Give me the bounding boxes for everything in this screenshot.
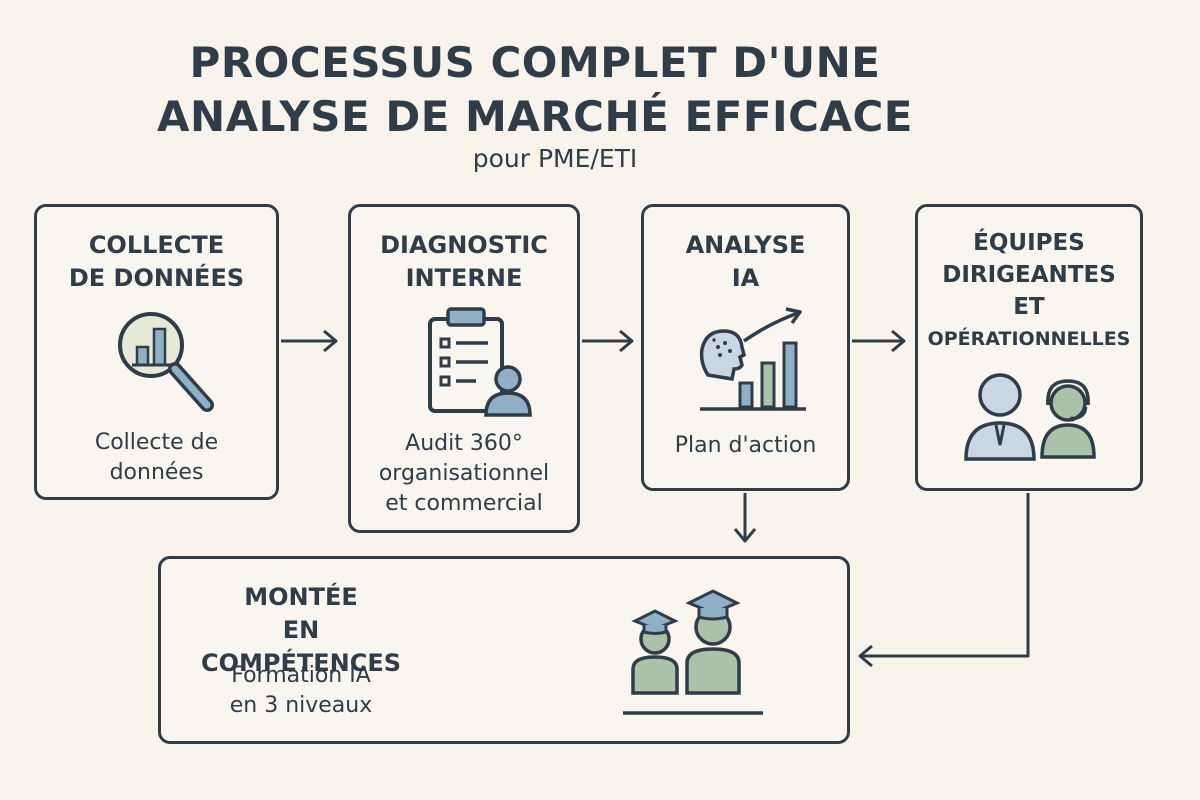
step-collecte-title: COLLECTE DE DONNÉES bbox=[37, 229, 276, 295]
step-title-line: DIAGNOSTIC bbox=[380, 231, 548, 259]
training-title-line: MONTÉE bbox=[244, 583, 358, 611]
step-diagnostic-title: DIAGNOSTIC INTERNE bbox=[351, 229, 577, 295]
step-text-line: Collecte de bbox=[94, 430, 219, 455]
arrow-collecte-to-diagnostic bbox=[281, 329, 338, 353]
training-text: Formation IA en 3 niveaux bbox=[181, 661, 421, 721]
step-title-line: INTERNE bbox=[405, 264, 523, 292]
step-diagnostic-text: Audit 360° organisationnel et commercial bbox=[351, 429, 577, 519]
arrow-equipes-to-training bbox=[858, 493, 1030, 668]
arrow-analyse-to-equipes bbox=[852, 329, 906, 353]
step-collecte-text: Collecte de données bbox=[37, 428, 276, 488]
step-collecte-box: COLLECTE DE DONNÉES Collecte de données bbox=[34, 204, 279, 500]
title-line-2: ANALYSE DE MARCHÉ EFFICACE bbox=[157, 92, 913, 141]
training-box: MONTÉE EN COMPÉTENCES Formation IA en 3 … bbox=[158, 556, 850, 744]
magnifier-chart-icon bbox=[118, 312, 214, 412]
step-title-line: ÉQUIPES bbox=[973, 230, 1085, 256]
step-text-line: Plan d'action bbox=[674, 433, 817, 458]
ai-head-growth-chart-icon bbox=[699, 307, 806, 411]
step-title-line: IA bbox=[731, 264, 760, 292]
arrow-analyse-to-training bbox=[733, 493, 757, 543]
step-analyse-text: Plan d'action bbox=[644, 431, 847, 461]
step-text-line: Audit 360° bbox=[405, 431, 523, 456]
step-title-line: DIRIGEANTES bbox=[942, 262, 1116, 288]
subtitle: pour PME/ETI bbox=[472, 144, 638, 173]
step-title-line: OPÉRATIONNELLES bbox=[927, 328, 1131, 350]
step-title-line: COLLECTE bbox=[88, 231, 225, 259]
training-title-line: EN COMPÉTENCES bbox=[200, 616, 402, 677]
step-text-line: données bbox=[109, 460, 204, 485]
step-title-line: ANALYSE bbox=[685, 231, 806, 259]
arrow-diagnostic-to-analyse bbox=[582, 329, 634, 353]
step-text-line: organisationnel bbox=[378, 461, 550, 486]
two-people-icon bbox=[964, 373, 1096, 461]
title: PROCESSUS COMPLET D'UNE ANALYSE DE MARCH… bbox=[0, 36, 1070, 144]
title-line-1: PROCESSUS COMPLET D'UNE bbox=[189, 38, 881, 87]
step-diagnostic-box: DIAGNOSTIC INTERNE Audit 360° organisati… bbox=[348, 204, 580, 533]
step-title-line: ET bbox=[1013, 294, 1045, 320]
step-analyse-title: ANALYSE IA bbox=[644, 229, 847, 295]
training-title: MONTÉE EN COMPÉTENCES bbox=[181, 581, 421, 680]
step-text-line: et commercial bbox=[385, 491, 543, 516]
step-equipes-box: ÉQUIPES DIRIGEANTES ET OPÉRATIONNELLES bbox=[915, 204, 1143, 491]
training-text-line: Formation IA bbox=[231, 663, 371, 688]
step-equipes-title: ÉQUIPES DIRIGEANTES ET OPÉRATIONNELLES bbox=[918, 227, 1140, 355]
clipboard-person-icon bbox=[428, 307, 532, 417]
step-title-line: DE DONNÉES bbox=[68, 264, 245, 292]
graduates-icon bbox=[623, 589, 763, 715]
step-analyse-box: ANALYSE IA Plan d'action bbox=[641, 204, 850, 491]
training-text-line: en 3 niveaux bbox=[229, 693, 373, 718]
